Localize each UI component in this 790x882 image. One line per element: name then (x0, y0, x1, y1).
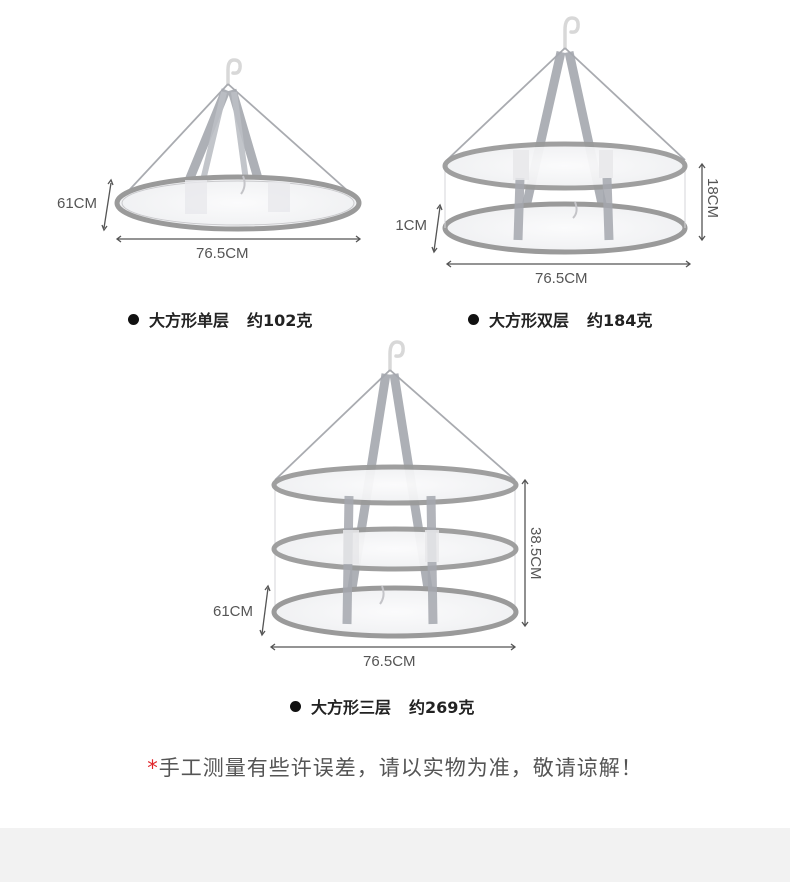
hook-icon (563, 16, 580, 50)
triple-layer-rack-illustration: 38.5CM 61CM 76.5CM (213, 340, 544, 670)
width-dimension-arrow (445, 260, 692, 268)
product-name: 大方形三层 (311, 698, 392, 717)
double-layer-rack-illustration: 18CM 61CM 76.5CM (395, 16, 721, 287)
double-layer-figure: 18CM 61CM 76.5CM (395, 0, 790, 300)
disclaimer-text: 手工测量有些许误差，请以实物为准，敬请谅解！ (158, 756, 643, 780)
height-label: 18CM (704, 178, 721, 218)
height-label: 38.5CM (527, 527, 544, 580)
depth-label: 61CM (57, 195, 97, 212)
product-weight: 约102克 (247, 311, 313, 330)
product-weight: 约269克 (409, 698, 475, 717)
product-name: 大方形双层 (489, 311, 570, 330)
asterisk-mark: * (147, 756, 159, 780)
bullet-icon (290, 701, 301, 712)
width-label: 76.5CM (535, 270, 588, 287)
depth-dimension-arrow (259, 584, 271, 637)
width-label: 76.5CM (363, 653, 416, 670)
width-label: 76.5CM (196, 245, 249, 262)
product-weight: 约184克 (587, 311, 653, 330)
width-dimension-arrow (115, 235, 362, 243)
single-layer-figure: 61CM 76.5CM (0, 0, 395, 300)
height-dimension-arrow (698, 162, 706, 242)
depth-dimension-arrow (431, 203, 443, 254)
depth-label: 61CM (213, 603, 253, 620)
product-name: 大方形单层 (149, 311, 230, 330)
caption-double-layer: 大方形双层约184克 (468, 307, 652, 331)
depth-dimension-arrow (101, 178, 114, 232)
width-dimension-arrow (269, 643, 517, 651)
height-dimension-arrow (521, 478, 529, 628)
hook-icon (226, 58, 242, 86)
hook-icon (388, 340, 405, 372)
depth-label: 61CM (395, 217, 427, 234)
bullet-icon (468, 314, 479, 325)
bullet-icon (128, 314, 139, 325)
caption-single-layer: 大方形单层约102克 (128, 307, 312, 331)
single-layer-rack-illustration: 61CM 76.5CM (57, 58, 362, 262)
triple-layer-figure: 38.5CM 61CM 76.5CM (195, 330, 595, 680)
caption-triple-layer: 大方形三层约269克 (290, 694, 474, 718)
bottom-band (0, 828, 790, 882)
measurement-disclaimer: *手工测量有些许误差，请以实物为准，敬请谅解！ (0, 752, 790, 782)
